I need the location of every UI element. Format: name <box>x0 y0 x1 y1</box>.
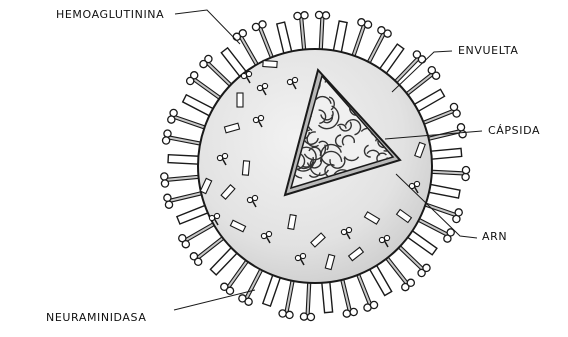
label-neuraminidase: NEURAMINIDASA <box>46 311 146 324</box>
label-hemagglutinin: HEMOAGLUTININA <box>56 8 164 21</box>
label-rna: ARN <box>482 230 507 243</box>
neuraminidase-spike <box>352 19 372 62</box>
hemagglutinin-surface-protein <box>237 93 243 107</box>
label-envelope: ENVUELTA <box>458 44 519 57</box>
neuraminidase-spike <box>252 21 274 63</box>
hemagglutinin-leader <box>175 10 240 44</box>
neuraminidase-spike <box>420 203 463 223</box>
hemagglutinin-surface-protein <box>263 61 277 68</box>
label-capsid: CÁPSIDA <box>488 124 540 137</box>
hemagglutinin-surface-protein <box>242 161 249 175</box>
